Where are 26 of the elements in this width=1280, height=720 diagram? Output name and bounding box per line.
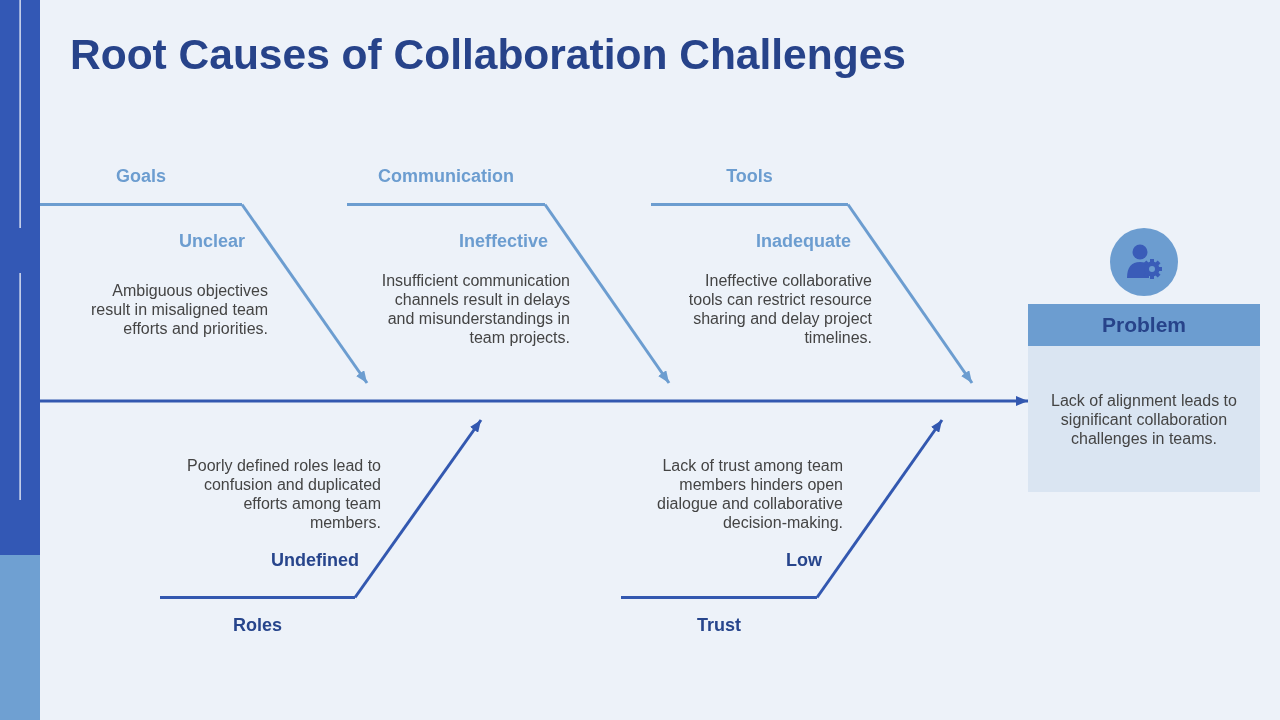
bone-arrow xyxy=(846,203,974,384)
bone-arrow xyxy=(353,419,483,599)
bone-arrow xyxy=(815,419,944,599)
problem-box xyxy=(1028,304,1260,492)
problem-description: Lack of alignment leads to significant collaboration challenges in teams. xyxy=(1050,390,1238,448)
cause-heading: Low xyxy=(786,549,822,571)
slide-title: Root Causes of Collaboration Challenges xyxy=(70,30,906,80)
category-heading: Trust xyxy=(621,596,817,642)
cause-heading: Ineffective xyxy=(458,230,548,252)
category-heading: Tools xyxy=(651,160,848,206)
spine-arrow xyxy=(40,396,1028,406)
category-heading: Roles xyxy=(160,596,355,642)
cause-description: Poorly defined roles lead to confusion and duplicated efforts among team members. xyxy=(186,455,381,532)
problem-header: Problem xyxy=(1028,304,1260,346)
bone-arrow xyxy=(240,203,369,384)
side-band xyxy=(0,0,40,720)
bone-arrow xyxy=(543,203,671,384)
cause-heading: Undefined xyxy=(271,549,359,571)
cause-heading: Unclear xyxy=(178,230,245,252)
cause-heading: Inadequate xyxy=(755,230,851,252)
category-heading: Goals xyxy=(40,160,242,206)
cause-description: Ambiguous objectives result in misaligned team efforts and priorities. xyxy=(90,280,268,338)
cause-description: Ineffective collaborative tools can restrict resource sharing and delay project timelines. xyxy=(687,270,872,347)
category-heading: Communication xyxy=(347,160,545,206)
cause-description: Lack of trust among team members hinders open dialogue and collaborative decision-making. xyxy=(656,455,843,532)
cause-description: Insufficient communication channels result in delays and misunderstandings in team projects. xyxy=(380,270,570,347)
